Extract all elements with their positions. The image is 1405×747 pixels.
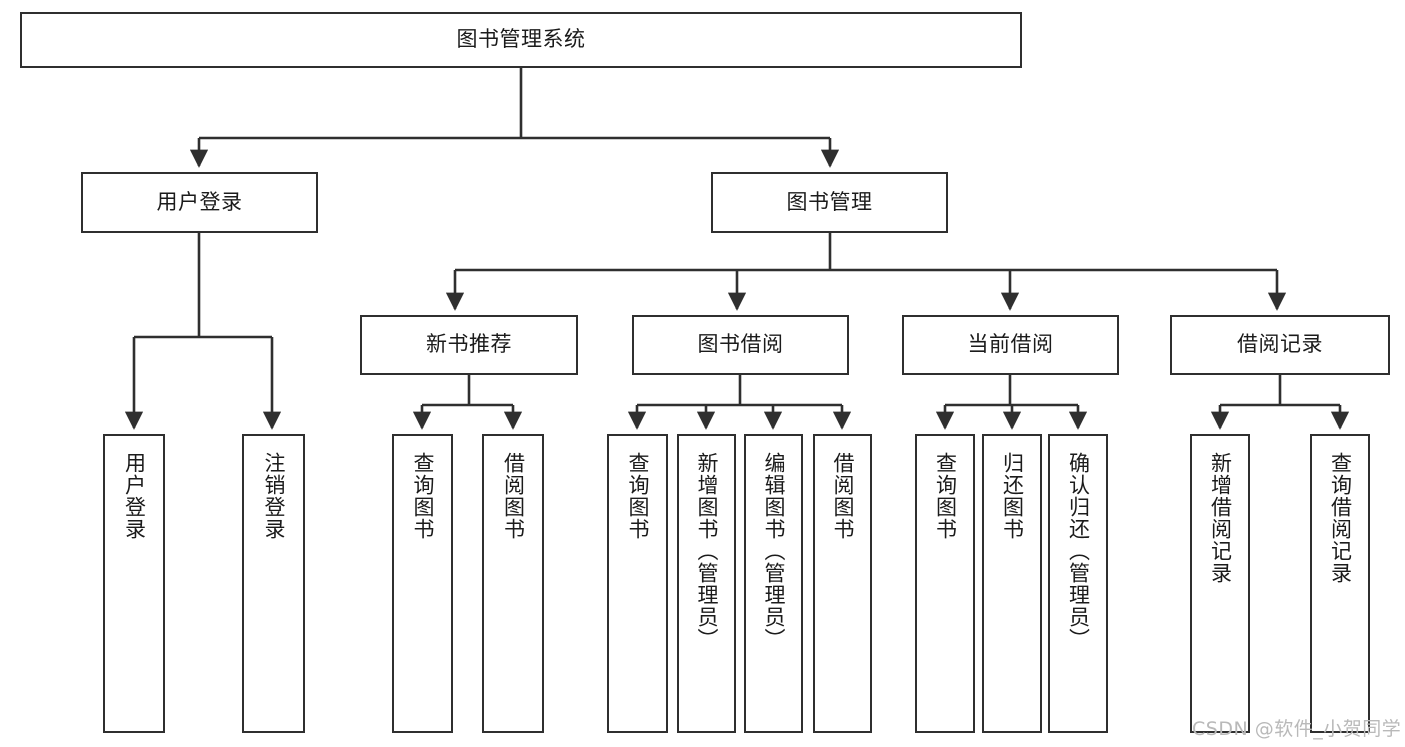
node-leaf-edit-book-label: 编辑图书（管理员） <box>761 452 786 650</box>
node-leaf-query-book-3[interactable]: 查询图书 <box>915 434 975 733</box>
csdn-watermark: CSDN @软件_小贺同学 <box>1192 718 1402 740</box>
node-leaf-query-borrow-record[interactable]: 查询借阅记录 <box>1310 434 1370 733</box>
node-leaf-borrow-book-2-label: 借阅图书 <box>830 452 855 540</box>
node-leaf-edit-book[interactable]: 编辑图书（管理员） <box>744 434 803 733</box>
node-current-borrow[interactable]: 当前借阅 <box>902 315 1119 375</box>
node-leaf-user-login-label: 用户登录 <box>122 452 147 540</box>
node-leaf-query-book-2[interactable]: 查询图书 <box>607 434 668 733</box>
node-leaf-query-book-1[interactable]: 查询图书 <box>392 434 453 733</box>
node-borrow-record-label: 借阅记录 <box>1237 332 1323 357</box>
node-book-borrow[interactable]: 图书借阅 <box>632 315 849 375</box>
node-leaf-query-borrow-record-label: 查询借阅记录 <box>1328 452 1353 584</box>
node-root[interactable]: 图书管理系统 <box>20 12 1022 68</box>
node-user-login[interactable]: 用户登录 <box>81 172 318 233</box>
node-current-borrow-label: 当前借阅 <box>967 332 1054 357</box>
node-root-label: 图书管理系统 <box>456 27 586 52</box>
node-leaf-query-book-3-label: 查询图书 <box>933 452 958 540</box>
node-leaf-query-book-1-label: 查询图书 <box>410 452 435 540</box>
node-book-manage[interactable]: 图书管理 <box>711 172 948 233</box>
node-leaf-add-borrow-record[interactable]: 新增借阅记录 <box>1190 434 1250 733</box>
node-leaf-query-book-2-label: 查询图书 <box>625 452 650 540</box>
node-leaf-confirm-return-label: 确认归还（管理员） <box>1066 452 1091 650</box>
node-leaf-add-borrow-record-label: 新增借阅记录 <box>1208 452 1233 584</box>
node-leaf-borrow-book-1[interactable]: 借阅图书 <box>482 434 544 733</box>
node-new-book-recommend[interactable]: 新书推荐 <box>360 315 578 375</box>
node-new-book-recommend-label: 新书推荐 <box>426 332 512 357</box>
node-leaf-return-book-label: 归还图书 <box>1000 452 1025 540</box>
node-leaf-logout[interactable]: 注销登录 <box>242 434 305 733</box>
node-borrow-record[interactable]: 借阅记录 <box>1170 315 1390 375</box>
node-leaf-return-book[interactable]: 归还图书 <box>982 434 1042 733</box>
node-user-login-label: 用户登录 <box>156 189 243 214</box>
node-leaf-borrow-book-1-label: 借阅图书 <box>501 452 526 540</box>
node-leaf-add-book[interactable]: 新增图书（管理员） <box>677 434 736 733</box>
node-leaf-add-book-label: 新增图书（管理员） <box>694 452 719 650</box>
node-leaf-user-login[interactable]: 用户登录 <box>103 434 165 733</box>
node-leaf-borrow-book-2[interactable]: 借阅图书 <box>813 434 872 733</box>
node-book-manage-label: 图书管理 <box>786 189 873 214</box>
node-leaf-confirm-return[interactable]: 确认归还（管理员） <box>1048 434 1108 733</box>
node-book-borrow-label: 图书借阅 <box>697 332 784 357</box>
node-leaf-logout-label: 注销登录 <box>261 452 286 540</box>
